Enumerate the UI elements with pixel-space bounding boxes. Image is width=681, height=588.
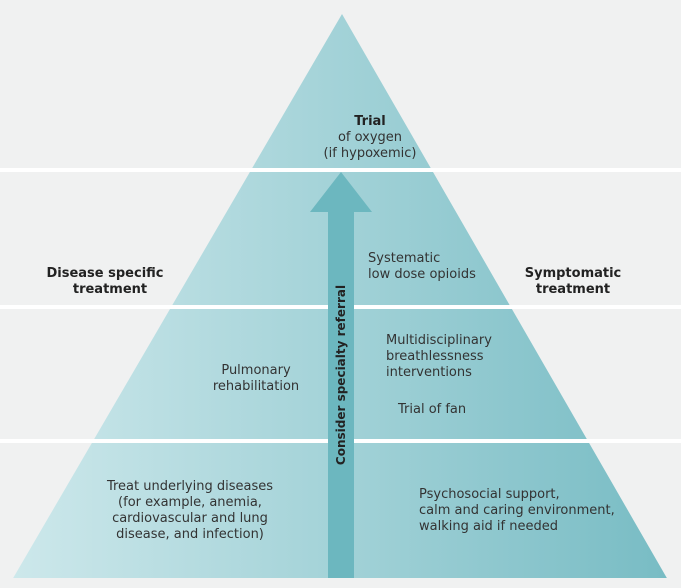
top-tier-line: Trial <box>354 114 386 129</box>
bottom-tier-left-line: cardiovascular and lung <box>112 511 268 526</box>
left-side-label: Disease specific treatment <box>40 266 170 298</box>
third-tier-right-text: Multidisciplinary breathlessness interve… <box>386 333 492 381</box>
third-tier-right-line: interventions <box>386 365 472 380</box>
top-tier-text: Trial of oxygen (if hypoxemic) <box>300 114 440 162</box>
right-side-label-line: Symptomatic <box>524 266 622 281</box>
second-tier-right-line: Systematic <box>368 251 441 266</box>
bottom-tier-left-text: Treat underlying diseases (for example, … <box>90 479 290 543</box>
bottom-tier-left-line: (for example, anemia, <box>118 495 262 510</box>
top-tier-line: (if hypoxemic) <box>323 146 417 161</box>
left-side-label-line: Disease specific <box>46 266 164 281</box>
right-side-label: Symptomatic treatment <box>508 266 638 298</box>
pyramid-base-cut <box>0 578 681 588</box>
third-tier-right-line: breathlessness <box>386 349 484 364</box>
bottom-tier-right-line: calm and caring environment, <box>419 503 615 518</box>
third-tier-left-line: rehabilitation <box>212 379 300 394</box>
bottom-tier-right-text: Psychosocial support, calm and caring en… <box>419 487 615 535</box>
third-tier-left-line: Pulmonary <box>221 363 291 378</box>
bottom-tier-right-line: walking aid if needed <box>419 519 558 534</box>
bottom-tier-left-line: disease, and infection) <box>116 527 264 542</box>
second-tier-right-text: Systematic low dose opioids <box>368 251 476 283</box>
top-tier-line: of oxygen <box>337 130 403 145</box>
third-tier-left-text: Pulmonary rehabilitation <box>196 363 316 395</box>
referral-arrow <box>310 172 372 578</box>
arrow-label: Consider specialty referral <box>334 284 348 466</box>
right-side-label-line: treatment <box>535 282 611 297</box>
bottom-tier-right-line: Psychosocial support, <box>419 487 560 502</box>
tier-divider <box>0 168 681 172</box>
third-tier-right-line: Multidisciplinary <box>386 333 492 348</box>
second-tier-right-line: low dose opioids <box>368 267 476 282</box>
bottom-tier-left-line: Treat underlying diseases <box>106 479 274 494</box>
left-side-label-line: treatment <box>72 282 148 297</box>
trial-of-fan-text: Trial of fan <box>398 402 467 417</box>
